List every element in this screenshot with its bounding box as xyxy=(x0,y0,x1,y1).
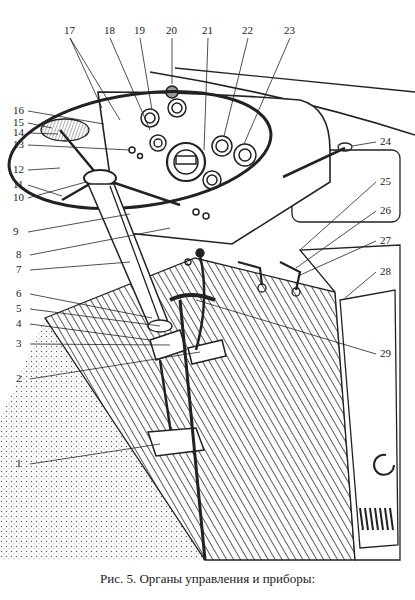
callout-number: 22 xyxy=(242,25,253,36)
callout-number: 25 xyxy=(380,176,391,187)
callout-number: 11 xyxy=(13,179,24,190)
callout-number: 10 xyxy=(13,192,24,203)
vent-slot xyxy=(385,508,388,530)
callout-number: 12 xyxy=(13,164,24,175)
callout-number: 14 xyxy=(13,127,24,138)
callout-number: 19 xyxy=(134,25,145,36)
callout-number: 21 xyxy=(202,25,213,36)
callout-number: 5 xyxy=(16,303,22,314)
callout-number: 2 xyxy=(16,373,22,384)
callout-number: 16 xyxy=(13,105,24,116)
callout-number: 8 xyxy=(16,249,22,260)
callout-number: 3 xyxy=(16,338,22,349)
callout-number: 24 xyxy=(380,136,391,147)
callout-number: 20 xyxy=(166,25,177,36)
callout-number: 13 xyxy=(13,139,24,150)
callout-number: 27 xyxy=(380,235,391,246)
vent-slot xyxy=(360,508,363,530)
callout-number: 29 xyxy=(380,348,391,359)
vent-slot xyxy=(375,508,378,530)
callout-number: 7 xyxy=(16,264,22,275)
vent-slot xyxy=(370,508,373,530)
vent-slot xyxy=(390,508,393,530)
figure-caption: Рис. 5. Органы управления и приборы: xyxy=(0,571,415,587)
vent-slot xyxy=(380,508,383,530)
callout-number: 26 xyxy=(380,205,391,216)
callout-number: 9 xyxy=(13,226,19,237)
callout-number: 18 xyxy=(104,25,115,36)
callout-number: 28 xyxy=(380,266,391,277)
callout-number: 6 xyxy=(16,288,22,299)
callout-number: 23 xyxy=(284,25,295,36)
callout-number: 17 xyxy=(64,25,75,36)
callout-number: 1 xyxy=(16,458,22,469)
vent-slot xyxy=(365,508,368,530)
callout-number: 4 xyxy=(16,318,22,329)
